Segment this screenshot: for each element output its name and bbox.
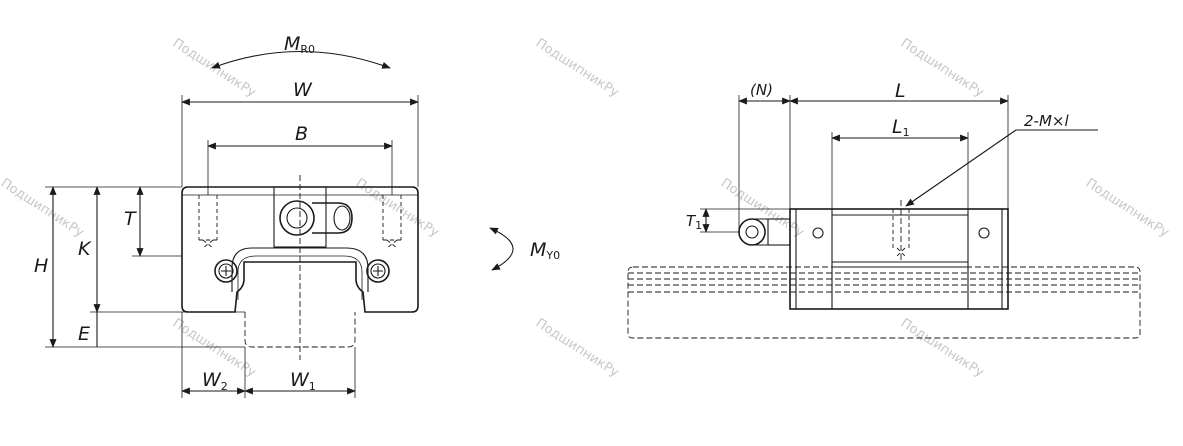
moment-my0-arrow xyxy=(489,227,514,271)
screw-left-icon xyxy=(214,259,238,283)
watermark-text: ПодшипникРу xyxy=(898,316,987,381)
mount-callout-label: 2-M×l xyxy=(1024,112,1069,130)
side-mount-hole xyxy=(892,200,910,262)
moment-mr0-label: MR0 xyxy=(284,33,315,56)
dim-n-label: (N) xyxy=(750,81,773,99)
watermark-text: ПодшипникРу xyxy=(533,316,622,381)
front-view: MR0 W B H K E T W2 W1 xyxy=(34,33,560,398)
grease-nipple-icon xyxy=(273,186,353,248)
rail-hidden xyxy=(244,312,356,348)
watermark-text: ПодшипникРу xyxy=(898,36,987,101)
watermark-text: ПодшипникРу xyxy=(353,176,442,241)
dim-b-label: B xyxy=(295,123,308,145)
block-outline xyxy=(181,186,419,313)
mount-leader xyxy=(905,129,1017,207)
side-screw-left-icon xyxy=(812,227,824,239)
mount-hole-right xyxy=(382,195,402,249)
rail-side-hidden xyxy=(627,266,1141,339)
dim-t-label: T xyxy=(124,208,137,230)
mount-hole-left xyxy=(198,195,218,249)
dim-w2-label: W2 xyxy=(202,369,228,393)
watermark-text: ПодшипникРу xyxy=(1083,176,1172,241)
block-side xyxy=(789,208,1009,310)
dim-w1-label: W1 xyxy=(290,369,316,393)
dim-l-label: L xyxy=(895,80,906,102)
watermark-text: ПодшипникРу xyxy=(0,176,87,241)
watermark-text: ПодшипникРу xyxy=(533,36,622,101)
dim-k-label: K xyxy=(78,238,92,260)
dim-w-label: W xyxy=(293,79,313,101)
moment-mr0-arrow xyxy=(211,50,391,69)
side-screw-right-icon xyxy=(978,227,990,239)
dim-l1-label: L1 xyxy=(892,116,910,139)
dim-t1-label: T1 xyxy=(686,212,702,232)
end-seal-profile xyxy=(231,247,369,292)
moment-my0-label: MY0 xyxy=(530,239,560,262)
side-view: (N) L L1 2-M×l T1 xyxy=(627,80,1141,339)
watermark-text: ПодшипникРу xyxy=(170,36,259,101)
dim-h-label: H xyxy=(34,255,48,277)
screw-right-icon xyxy=(366,259,390,283)
dim-e-label: E xyxy=(78,323,90,345)
